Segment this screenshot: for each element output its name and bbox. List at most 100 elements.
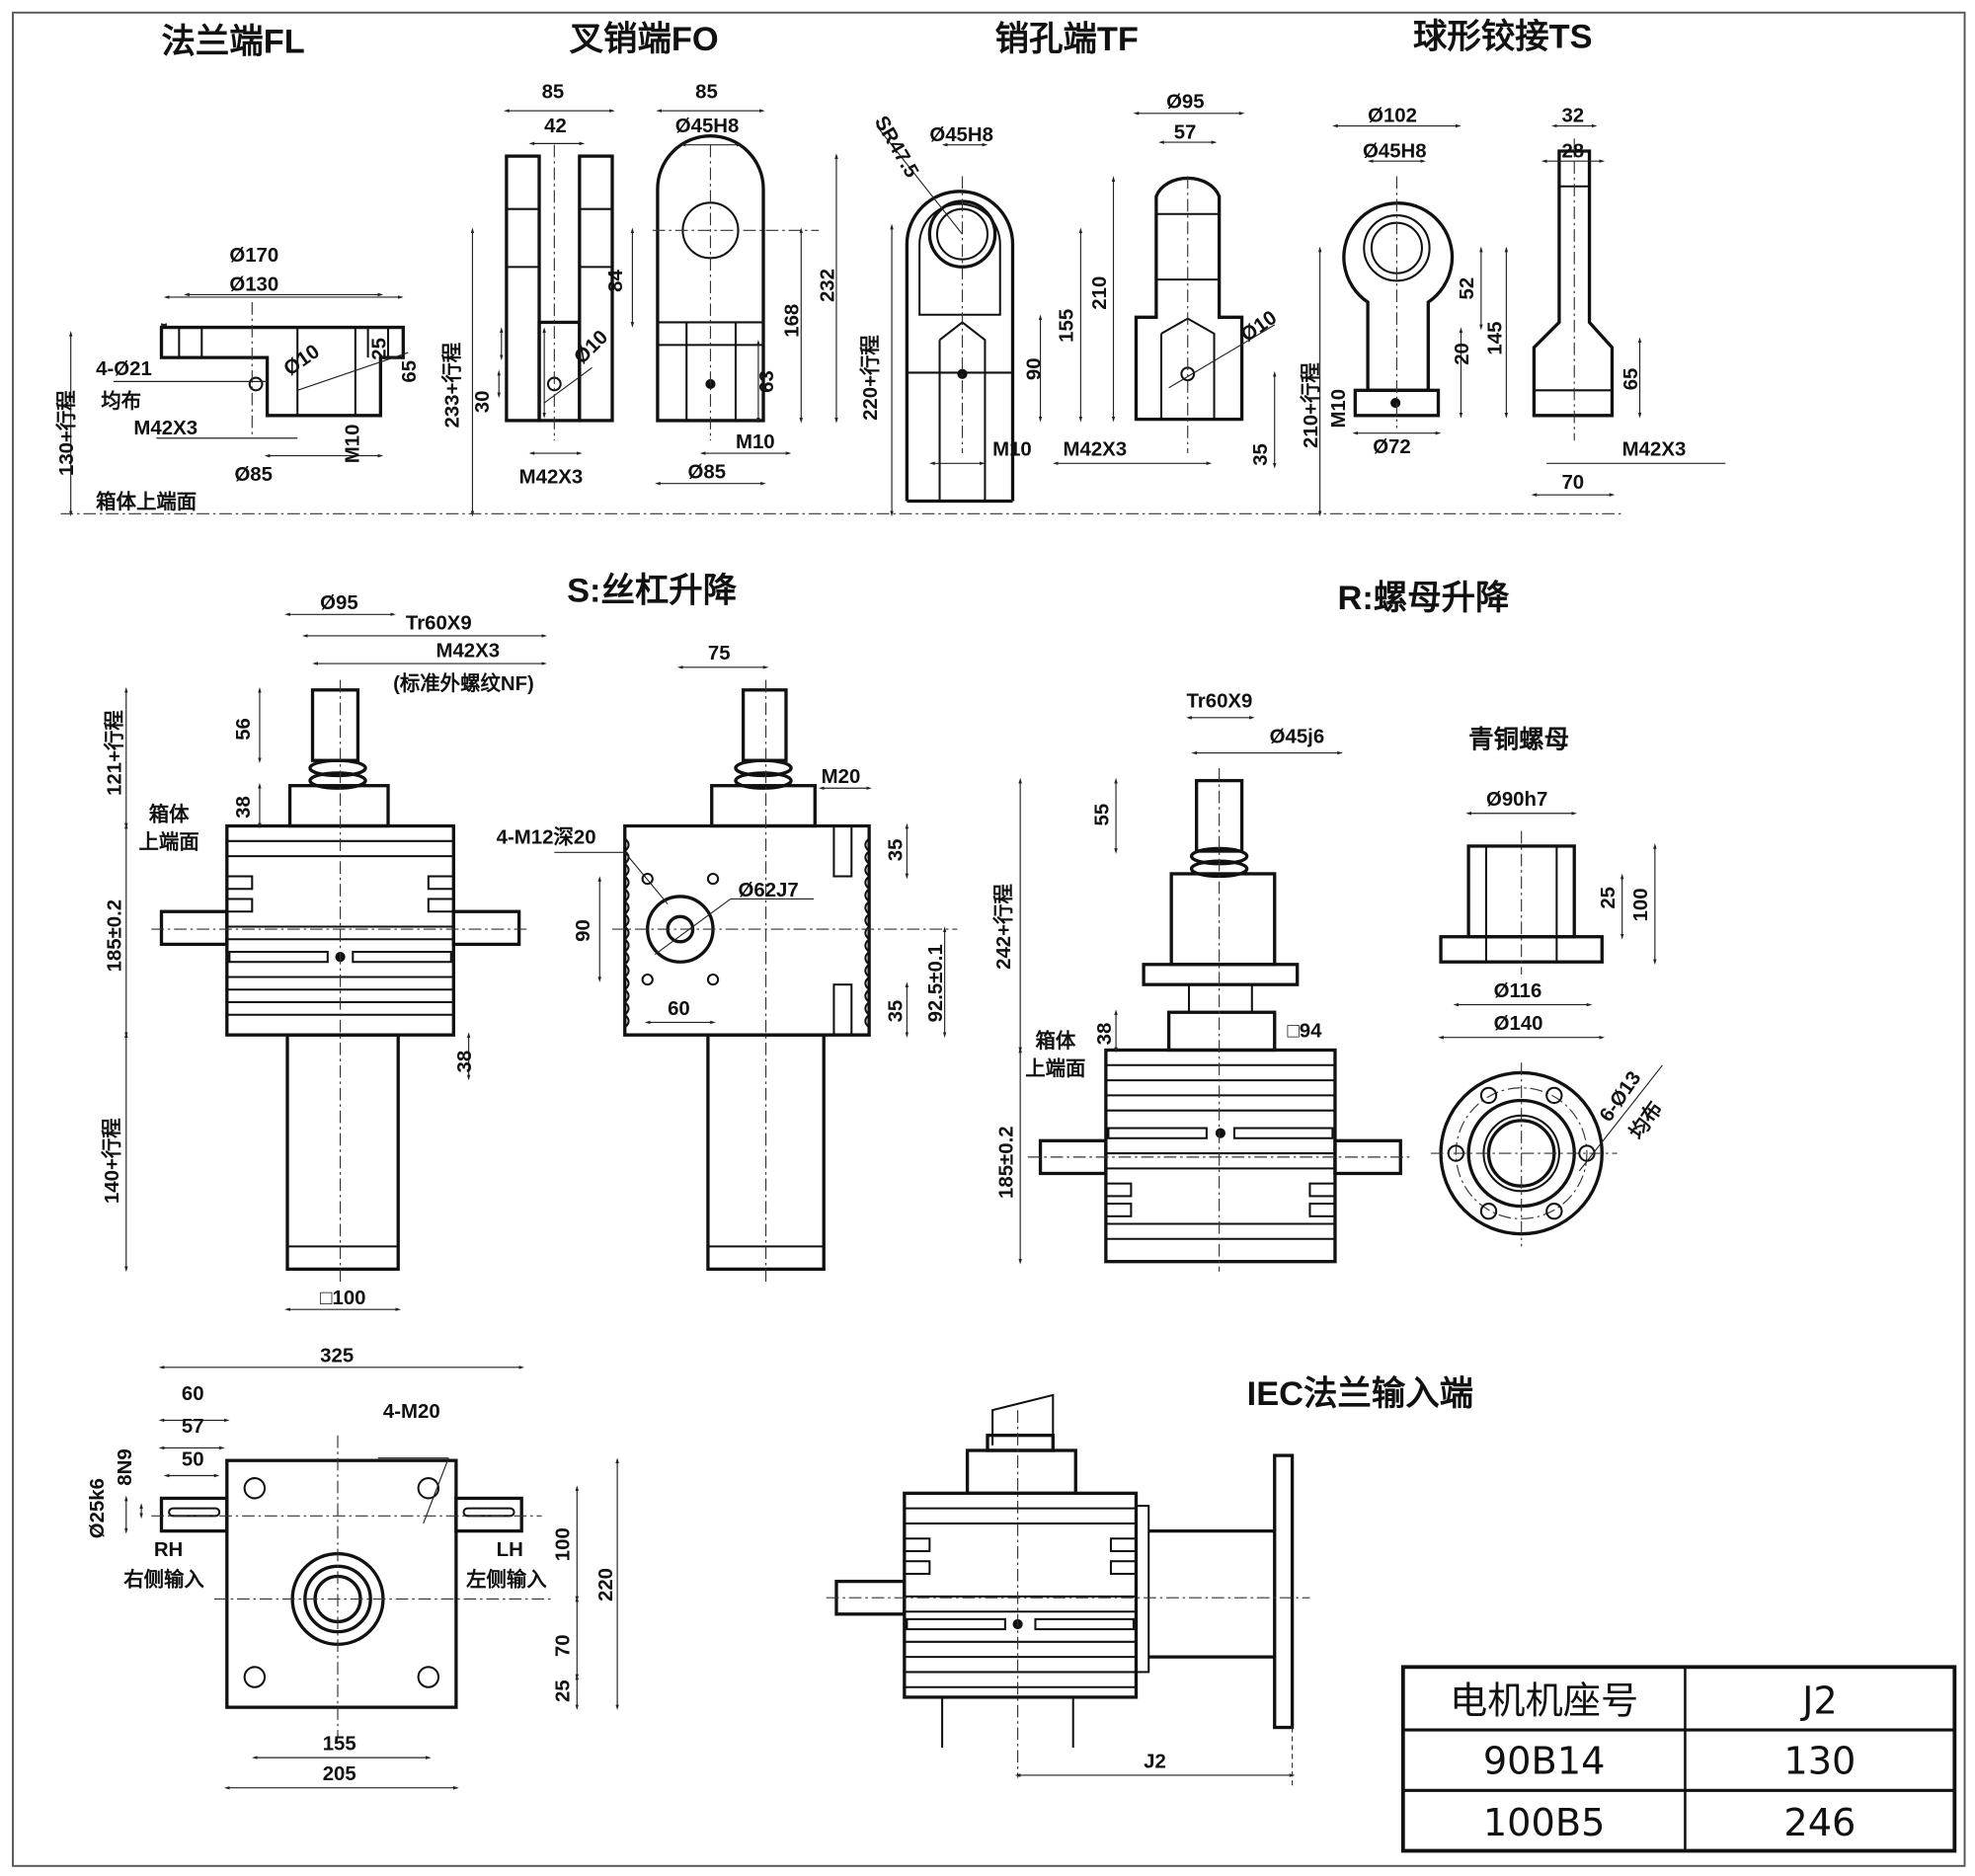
base-rh: RH: [154, 1539, 183, 1561]
fl-d170: Ø170: [229, 245, 278, 267]
iec-flange-input-drawing: [826, 1393, 1310, 1786]
tf-d10: Ø10: [1237, 307, 1281, 347]
tf-h155: 155: [1057, 309, 1078, 343]
s-d95: Ø95: [320, 592, 358, 614]
title-screw-lifting: S:丝杠升降: [567, 573, 738, 610]
s-nf: (标准外螺纹NF): [393, 671, 534, 695]
r-box2: 上端面: [1025, 1057, 1085, 1080]
title-bronze-nut: 青铜螺母: [1468, 725, 1569, 753]
fl-holes: 4-Ø21: [96, 358, 152, 380]
base-d25: Ø25k6: [87, 1478, 109, 1538]
s-box2: 上端面: [139, 830, 199, 853]
table-row-2-frame: 100B5: [1483, 1801, 1606, 1845]
tf-h210: 210: [1089, 276, 1111, 310]
base-lh: LH: [497, 1539, 523, 1561]
fo-w85b: 85: [695, 81, 718, 103]
ts-w28: 28: [1561, 140, 1584, 162]
s-h925: 92.5±0.1: [925, 944, 947, 1022]
base-h220: 220: [595, 1568, 617, 1602]
r-h38: 38: [1094, 1023, 1116, 1046]
s-h35a: 35: [885, 839, 907, 862]
fl-h25: 25: [368, 338, 390, 360]
ts-h145: 145: [1484, 322, 1506, 355]
title-nut-lifting: R:螺母升降: [1337, 580, 1510, 617]
base-top-view: [124, 1366, 619, 1790]
fo-d85: Ø85: [688, 462, 727, 484]
base-lh-cn: 左侧输入: [466, 1568, 547, 1592]
r-stroke242: 242+行程: [991, 884, 1015, 970]
fo-d10: Ø10: [570, 327, 612, 369]
title-pin-hole-end: 销孔端TF: [995, 21, 1139, 58]
ts-d45: Ø45H8: [1363, 140, 1427, 162]
title-clevis-end: 叉销端FO: [570, 21, 719, 58]
ball-joint-drawing: [1317, 123, 1726, 517]
fo-h84: 84: [605, 269, 627, 291]
ts-w32: 32: [1561, 106, 1584, 127]
s-h35b: 35: [885, 1000, 907, 1023]
tf-w57: 57: [1174, 121, 1197, 143]
base-rh-cn: 右侧输入: [123, 1568, 204, 1592]
iec-j2: J2: [1144, 1751, 1166, 1772]
base-k8n9: 8N9: [115, 1448, 136, 1485]
base-w205: 205: [323, 1763, 356, 1785]
tf-d95: Ø95: [1166, 92, 1205, 114]
motor-frame-table: [1400, 1665, 1957, 1853]
r-d116: Ø116: [1494, 980, 1542, 1002]
table-row-1-frame: 90B14: [1483, 1740, 1606, 1784]
tf-d45: Ø45H8: [929, 124, 993, 146]
fo-w85a: 85: [542, 81, 565, 103]
base-m20: 4-M20: [383, 1401, 440, 1423]
base-h100: 100: [553, 1527, 575, 1561]
ts-d72: Ø72: [1373, 436, 1411, 458]
fl-d10: Ø10: [280, 341, 324, 380]
fl-h65: 65: [399, 360, 421, 383]
r-h185: 185±0.2: [996, 1126, 1018, 1199]
screw-lifting-front-view: [124, 612, 548, 1311]
s-stroke140: 140+行程: [100, 1118, 123, 1204]
ts-m10: M10: [1328, 389, 1350, 429]
fo-m42: M42X3: [519, 467, 584, 489]
fo-d45: Ø45H8: [675, 116, 740, 137]
ts-h20: 20: [1452, 343, 1473, 365]
s-m12: 4-M12深20: [497, 825, 596, 848]
clevis-end-drawing: [470, 109, 838, 517]
s-m42: M42X3: [435, 641, 500, 663]
table-header-motor-frame: 电机机座号: [1450, 1680, 1638, 1724]
table-row-2-j2: 246: [1783, 1801, 1856, 1845]
tf-sr: SR47.5: [870, 113, 922, 182]
s-stroke121: 121+行程: [103, 710, 126, 796]
fo-stroke: 233+行程: [439, 342, 463, 428]
r-h100: 100: [1630, 888, 1652, 921]
fo-w42: 42: [544, 116, 567, 137]
base-w50: 50: [182, 1448, 204, 1470]
s-h38b: 38: [454, 1051, 476, 1073]
base-w57: 57: [182, 1416, 204, 1438]
r-h55: 55: [1091, 804, 1113, 826]
title-ball-joint: 球形铰接TS: [1413, 18, 1593, 55]
nut-lifting-front-view: [1018, 716, 1414, 1272]
flange-end-drawing: [60, 292, 1625, 517]
s-h185: 185±0.2: [105, 899, 126, 973]
ts-d102: Ø102: [1368, 106, 1417, 127]
fl-even: 均布: [101, 389, 141, 413]
tf-m10: M10: [992, 439, 1032, 461]
fl-stroke: 130+行程: [54, 390, 78, 476]
r-d90: Ø90h7: [1486, 789, 1547, 811]
r-d140: Ø140: [1494, 1013, 1543, 1035]
r-even: 均布: [1624, 1097, 1667, 1143]
title-iec-flange-input: IEC法兰输入端: [1247, 1375, 1473, 1413]
r-tr: Tr60X9: [1186, 691, 1252, 713]
fo-h232: 232: [817, 269, 838, 302]
table-row-1-j2: 130: [1783, 1740, 1856, 1784]
base-h70: 70: [553, 1634, 575, 1657]
s-h90: 90: [573, 919, 594, 942]
fo-h63: 63: [756, 370, 778, 393]
tf-m42: M42X3: [1064, 439, 1128, 461]
fo-h30: 30: [472, 391, 494, 414]
tf-h35: 35: [1250, 443, 1272, 466]
tf-stroke: 220+行程: [858, 335, 882, 421]
r-h25: 25: [1598, 887, 1620, 909]
s-sq100: □100: [320, 1288, 365, 1309]
s-h56: 56: [233, 718, 255, 741]
